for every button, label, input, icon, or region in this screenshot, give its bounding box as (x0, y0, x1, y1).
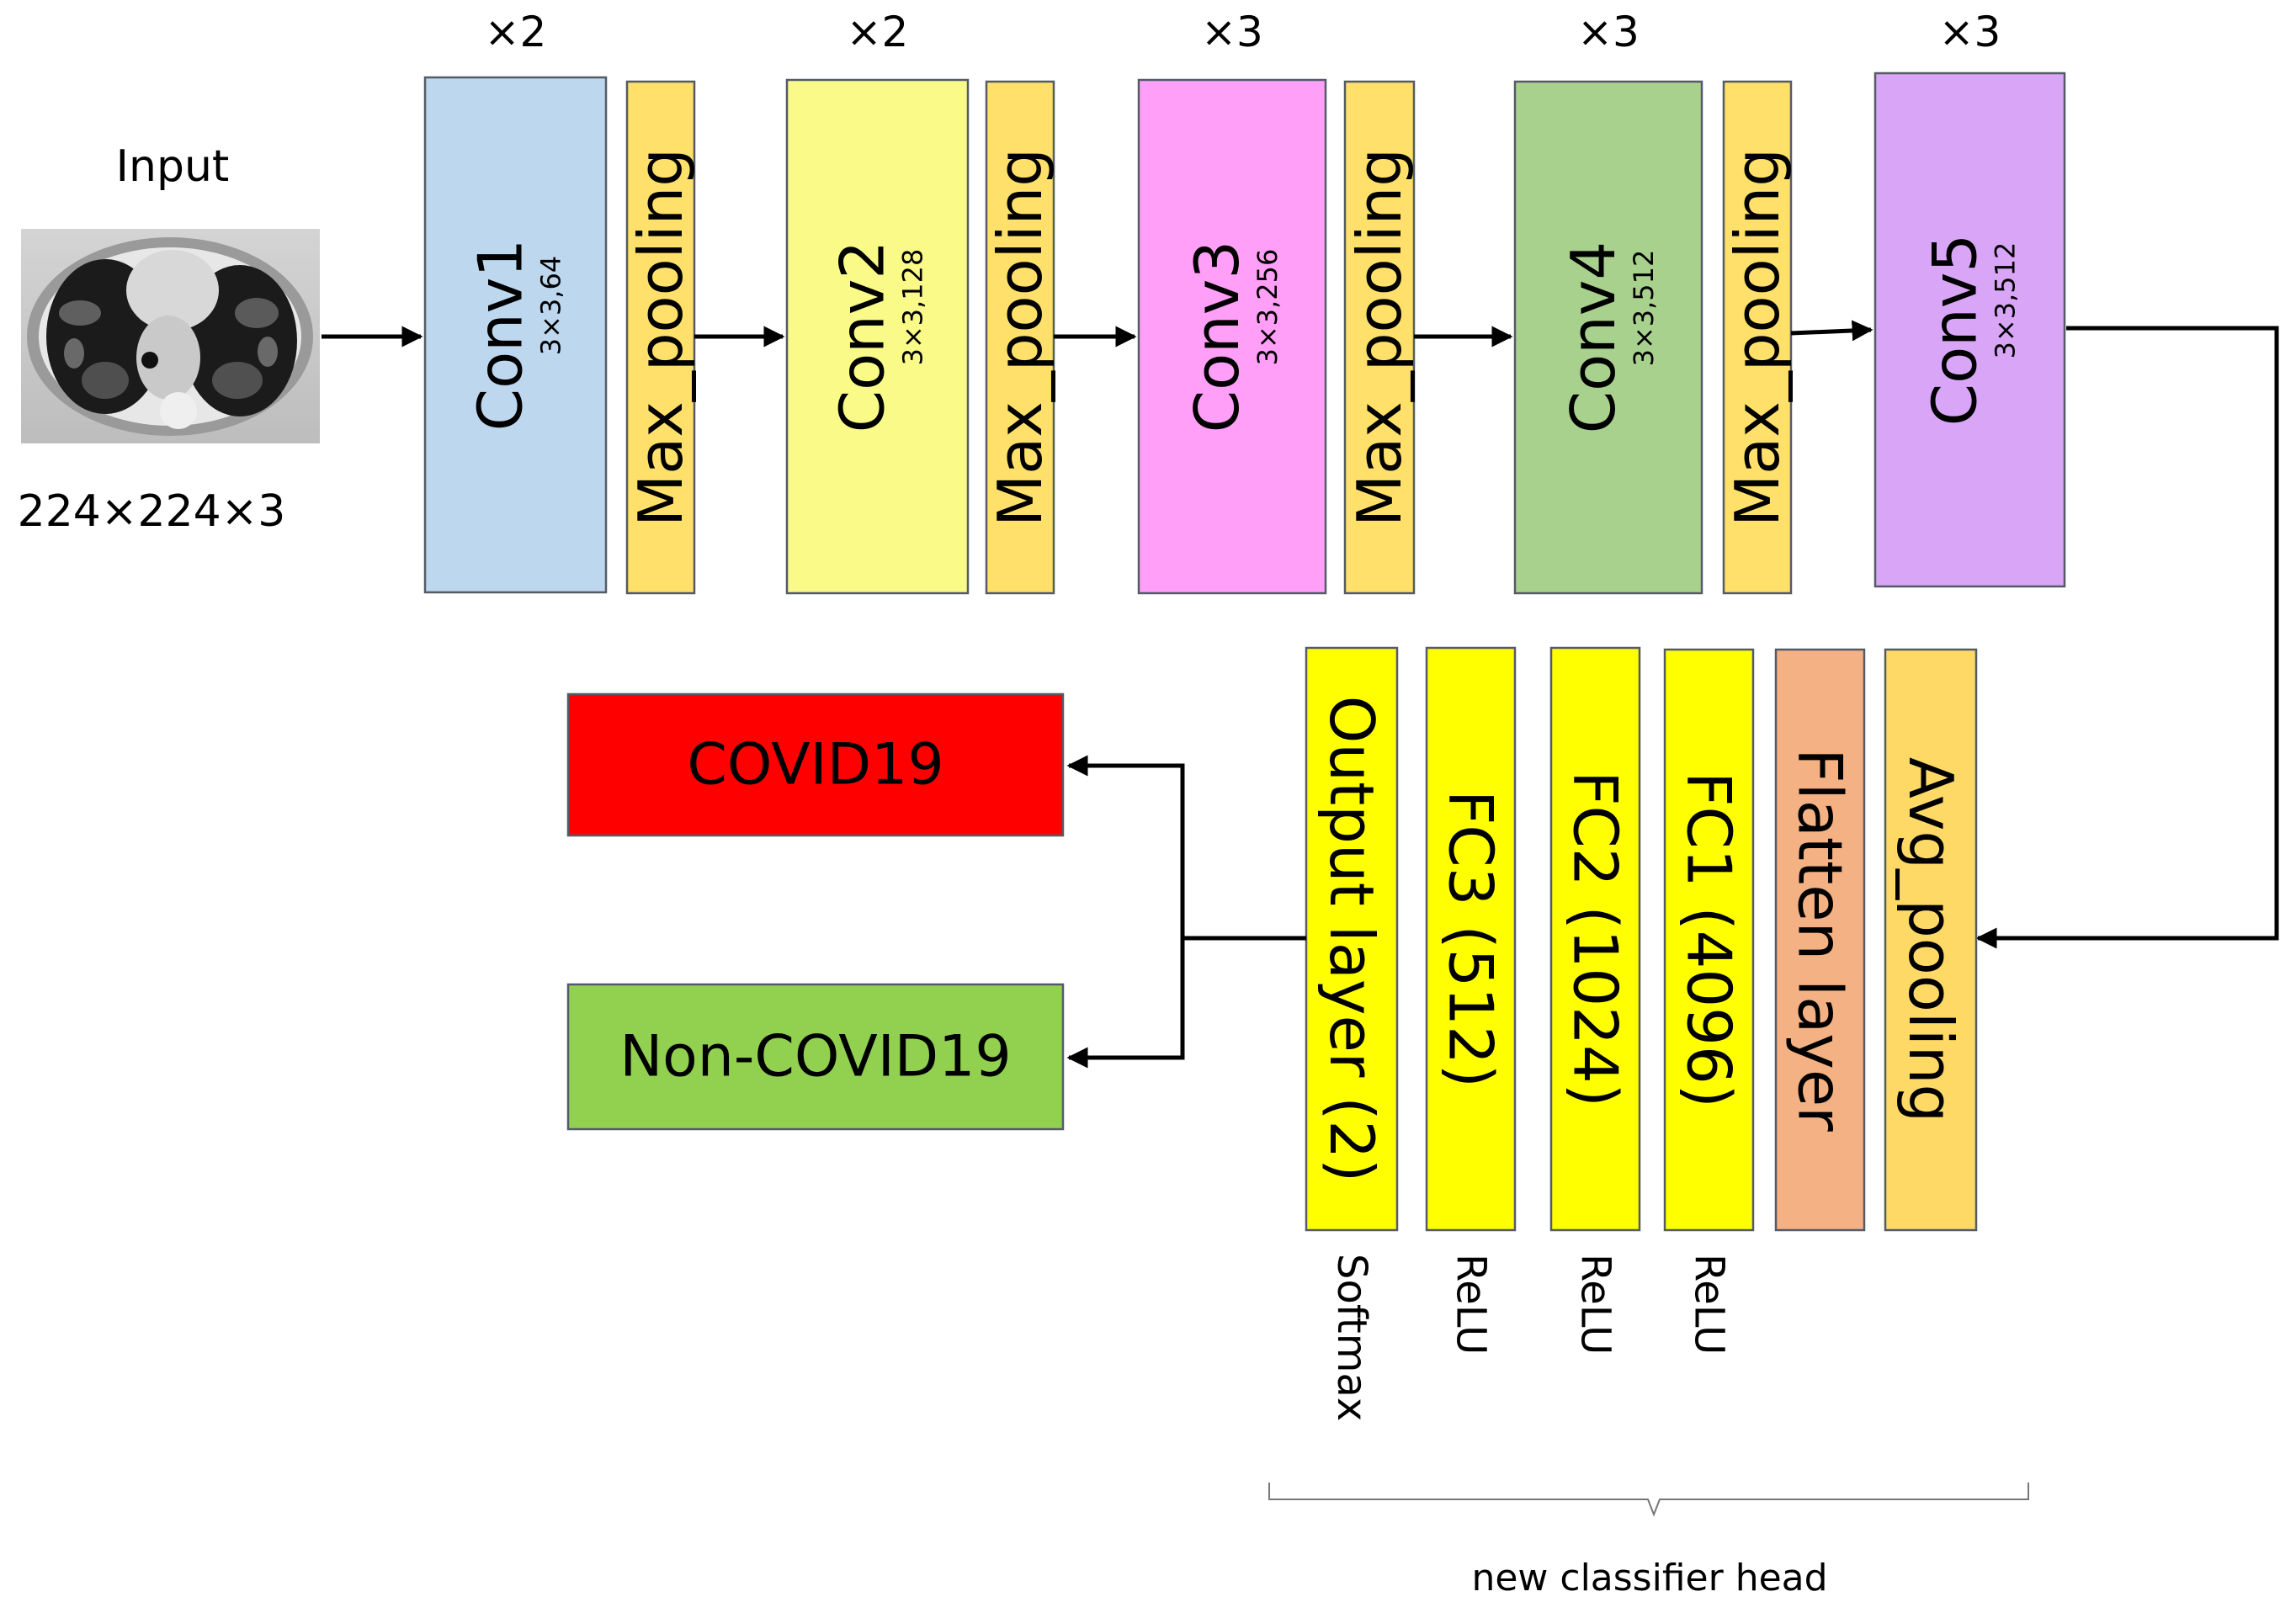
conv2-kernel-label: 3×3,128 (897, 249, 929, 366)
arrow-conv5-avgpool (1975, 326, 2279, 949)
conv3-label: Conv3 (1182, 241, 1252, 432)
fc2-1024-label: FC2 (1024) (1560, 771, 1631, 1107)
max-pooling-2: Max_pooling (985, 80, 1055, 595)
max-pooling-3: Max_pooling (1343, 80, 1416, 595)
fc3-512-label: FC3 (512) (1436, 790, 1507, 1088)
output-layer-2-box (1305, 646, 1399, 1232)
conv1-kernel-label: 3×3,64 (535, 256, 567, 355)
max-pooling-box (1343, 80, 1416, 595)
fc2-1024-box (1549, 646, 1641, 1232)
max-pooling-box (625, 80, 696, 595)
max-pooling-label: Max_pooling (1722, 148, 1793, 527)
output-non-covid19-label: Non-COVID19 (619, 1024, 1011, 1090)
conv2-label: Conv2 (827, 241, 898, 432)
conv3-kernel-label: 3×3,256 (1252, 249, 1284, 366)
activation-relu-label: ReLU (1448, 1254, 1495, 1355)
avg-pooling-box (1884, 648, 1978, 1232)
fc1-4096-box (1663, 648, 1755, 1232)
conv5-box (1873, 72, 2066, 588)
input-label: Input (116, 141, 230, 192)
fc2-1024-layer: FC2 (1024) (1549, 646, 1641, 1232)
output-arrows (1066, 755, 1306, 1069)
flatten-layer-layer: Flatten layer (1774, 648, 1866, 1232)
conv1-repeat-label: ×2 (485, 8, 547, 56)
max-pooling-box (1722, 80, 1793, 595)
input-size-label: 224×224×3 (18, 486, 286, 537)
max-pooling-1: Max_pooling (625, 80, 696, 595)
conv-path-arrows (322, 320, 2279, 949)
output-layer-2-layer: Output layer (2) (1305, 646, 1399, 1232)
conv4-kernel-label: 3×3,512 (1628, 250, 1660, 367)
arrow-to-non-covid19 (1066, 938, 1185, 1069)
classifier-head-brace (1268, 1483, 2029, 1517)
activation-softmax-label: Softmax (1328, 1254, 1375, 1421)
fc1-4096-layer: FC1 (4096) (1663, 648, 1755, 1232)
activation-relu-label: ReLU (1686, 1254, 1733, 1355)
max-pooling-box (985, 80, 1055, 595)
conv5-kernel-label: 3×3,512 (1990, 242, 2022, 359)
conv5-label: Conv5 (1920, 234, 1990, 426)
conv2-box (785, 78, 970, 595)
max-pooling-label: Max_pooling (1344, 148, 1415, 527)
fc1-4096-label: FC1 (4096) (1674, 772, 1745, 1108)
output-covid19-label: COVID19 (687, 732, 943, 798)
conv1-label: Conv1 (465, 239, 536, 431)
activation-relu-label: ReLU (1572, 1254, 1619, 1355)
max-pooling-4: Max_pooling (1722, 80, 1793, 595)
conv4-repeat-label: ×3 (1577, 8, 1640, 56)
flatten-layer-box (1774, 648, 1866, 1232)
activation-labels: Softmax ReLU ReLU ReLU (1328, 1254, 1733, 1421)
output-layer-2-label: Output layer (2) (1316, 696, 1387, 1183)
output-covid19-box: COVID19 (566, 692, 1065, 837)
classifier-head-layers: Output layer (2) FC3 (512) FC2 (1024) FC1 (… (1305, 646, 1978, 1232)
arrow-to-covid19 (1066, 755, 1185, 938)
conv5-repeat-label: ×3 (1939, 8, 2001, 56)
conv4-box (1513, 80, 1703, 595)
output-non-covid19-box: Non-COVID19 (566, 983, 1065, 1131)
conv1-box (423, 76, 608, 594)
arrow-pool4-conv5 (1790, 320, 1873, 342)
max-pooling-label: Max_pooling (985, 148, 1055, 527)
conv2-repeat-label: ×2 (847, 8, 909, 56)
avg-pooling-layer: Avg_pooling (1884, 648, 1978, 1232)
conv3-repeat-label: ×3 (1201, 8, 1263, 56)
ct-scan-image (21, 229, 320, 443)
conv3-box (1137, 78, 1327, 595)
avg-pooling-label: Avg_pooling (1895, 757, 1966, 1123)
flatten-layer-label: Flatten layer (1785, 748, 1856, 1132)
conv4-label: Conv4 (1558, 241, 1629, 433)
fc3-512-layer: FC3 (512) (1425, 646, 1517, 1232)
fc3-512-box (1425, 646, 1517, 1232)
classifier-head-caption: new classifier head (1471, 1557, 1827, 1599)
max-pooling-label: Max_pooling (625, 148, 696, 527)
